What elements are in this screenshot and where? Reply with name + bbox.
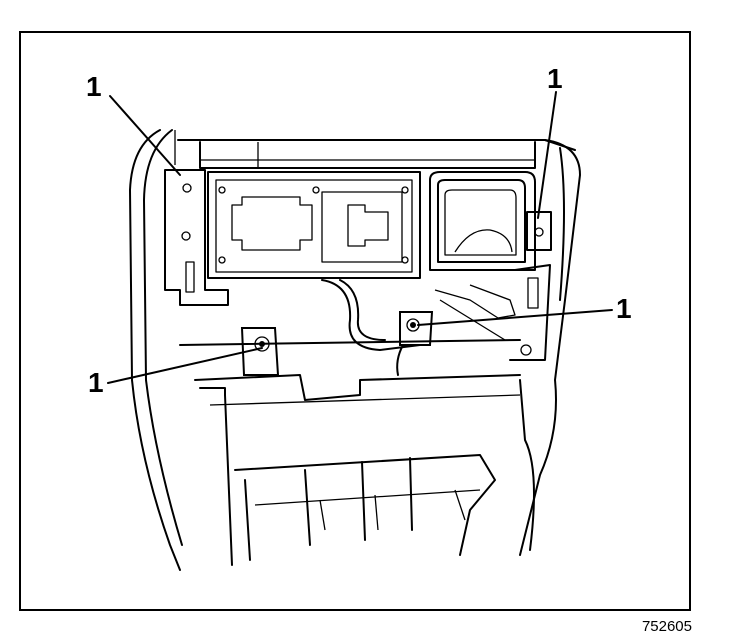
left-mounting-bracket [164, 169, 229, 306]
leader-line-upper-right [537, 91, 557, 219]
left-side-trim [129, 129, 183, 571]
leader-line-right [417, 309, 613, 326]
callout-upper-left: 1 [86, 71, 102, 102]
lower-console [224, 379, 535, 566]
leader-line-left [107, 347, 263, 384]
callout-left: 1 [88, 367, 104, 398]
figure-number: 752605 [641, 618, 692, 635]
radio-opening [207, 171, 421, 279]
callout-right: 1 [616, 293, 632, 324]
right-lower-fastener [396, 311, 434, 376]
callout-upper-right: 1 [547, 63, 563, 94]
leader-line-upper-left [109, 95, 181, 176]
upper-dash-trim [177, 139, 576, 169]
leader-lines [107, 91, 613, 384]
right-side-trim [519, 139, 581, 556]
lower-cross-member [179, 339, 521, 406]
accessory-opening [429, 171, 552, 271]
right-mounting-bracket [509, 264, 551, 361]
